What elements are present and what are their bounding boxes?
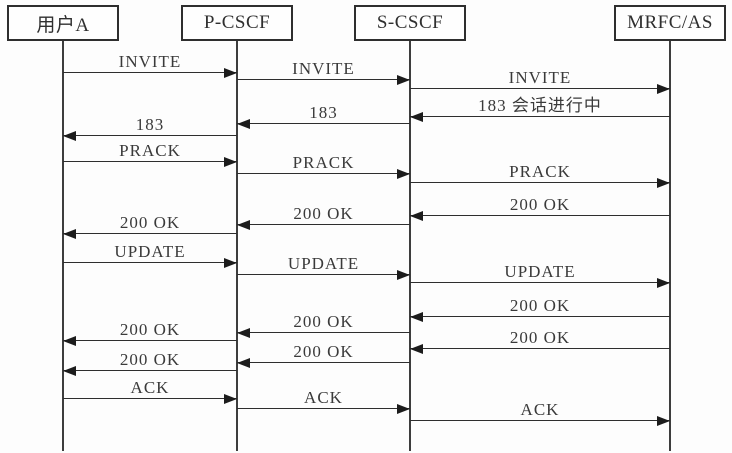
- arrowhead-icon: [410, 112, 423, 122]
- participant-box-s-cscf: S-CSCF: [354, 5, 466, 41]
- arrowhead-icon: [63, 336, 76, 346]
- message-label: UPDATE: [504, 262, 576, 281]
- arrowhead-icon: [657, 178, 670, 188]
- message-line: [410, 348, 670, 349]
- message-line: [63, 398, 237, 399]
- message-line: [237, 224, 410, 225]
- message-line: [63, 161, 237, 162]
- message-label: ACK: [130, 378, 170, 397]
- arrowhead-icon: [657, 278, 670, 288]
- arrowhead-icon: [224, 157, 237, 167]
- arrowhead-icon: [224, 258, 237, 268]
- message-label: 200 OK: [119, 213, 181, 232]
- message-line: [237, 79, 410, 80]
- message-label: 183: [309, 103, 338, 122]
- message-line: [237, 274, 410, 275]
- message-line: [237, 332, 410, 333]
- participant-label-s-cscf: S-CSCF: [376, 12, 444, 33]
- lifeline-user-a: [62, 41, 64, 451]
- arrowhead-icon: [410, 211, 423, 221]
- message-line: [63, 72, 237, 73]
- message-line: [63, 262, 237, 263]
- participant-label-p-cscf: P-CSCF: [203, 12, 271, 33]
- message-label: UPDATE: [114, 242, 186, 261]
- message-label: ACK: [520, 400, 560, 419]
- arrowhead-icon: [410, 312, 423, 322]
- arrowhead-icon: [657, 84, 670, 94]
- arrowhead-icon: [410, 344, 423, 354]
- message-label: PRACK: [292, 153, 355, 172]
- message-line: [237, 173, 410, 174]
- arrowhead-icon: [397, 270, 410, 280]
- arrowhead-icon: [237, 328, 250, 338]
- arrowhead-icon: [237, 358, 250, 368]
- participant-box-mrfc-as: MRFC/AS: [614, 5, 726, 41]
- message-label: PRACK: [509, 162, 571, 181]
- participant-label-mrfc-as: MRFC/AS: [627, 12, 713, 33]
- arrowhead-icon: [397, 404, 410, 414]
- arrowhead-icon: [224, 394, 237, 404]
- lifeline-p-cscf: [236, 41, 238, 451]
- message-label: INVITE: [118, 52, 182, 71]
- arrowhead-icon: [63, 229, 76, 239]
- message-line: [63, 340, 237, 341]
- message-label: 200 OK: [293, 204, 354, 223]
- arrowhead-icon: [397, 169, 410, 179]
- message-line: [410, 116, 670, 117]
- arrowhead-icon: [657, 416, 670, 426]
- message-label: 200 OK: [509, 328, 571, 347]
- message-label: UPDATE: [287, 254, 360, 273]
- message-label: 183: [135, 115, 165, 134]
- message-line: [63, 135, 237, 136]
- lifeline-s-cscf: [409, 41, 411, 451]
- message-line: [63, 233, 237, 234]
- message-line: [410, 282, 670, 283]
- message-label: 200 OK: [119, 350, 181, 369]
- message-label: 200 OK: [293, 312, 354, 331]
- message-line: [410, 215, 670, 216]
- message-label: PRACK: [119, 141, 181, 160]
- participant-box-p-cscf: P-CSCF: [181, 5, 293, 41]
- message-label: ACK: [304, 388, 343, 407]
- arrowhead-icon: [63, 366, 76, 376]
- message-line: [237, 362, 410, 363]
- message-label: 200 OK: [119, 320, 181, 339]
- participant-box-user-a: 用户A: [7, 5, 119, 41]
- arrowhead-icon: [237, 119, 250, 129]
- message-label: 183 会话进行中: [478, 96, 602, 115]
- message-line: [63, 370, 237, 371]
- message-label: 200 OK: [293, 342, 354, 361]
- message-line: [410, 88, 670, 89]
- lifeline-mrfc-as: [669, 41, 671, 451]
- message-line: [410, 316, 670, 317]
- message-line: [410, 420, 670, 421]
- message-line: [237, 123, 410, 124]
- message-label: INVITE: [292, 59, 355, 78]
- arrowhead-icon: [224, 68, 237, 78]
- message-label: 200 OK: [509, 195, 571, 214]
- message-label: 200 OK: [509, 296, 571, 315]
- message-label: INVITE: [508, 68, 572, 87]
- message-line: [237, 408, 410, 409]
- message-line: [410, 182, 670, 183]
- arrowhead-icon: [237, 220, 250, 230]
- arrowhead-icon: [397, 75, 410, 85]
- arrowhead-icon: [63, 131, 76, 141]
- participant-label-user-a: 用户A: [36, 14, 90, 36]
